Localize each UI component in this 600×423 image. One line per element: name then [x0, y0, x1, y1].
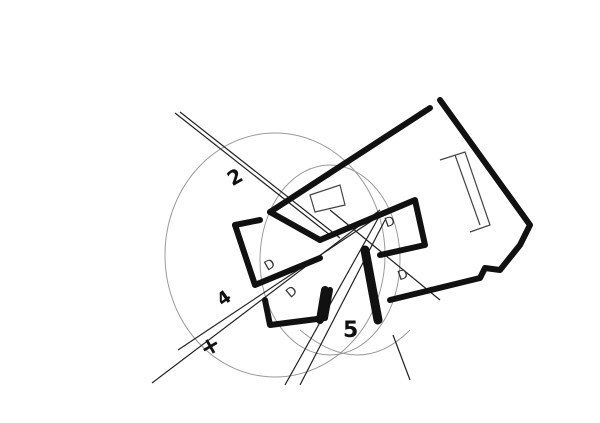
room-right	[317, 197, 428, 258]
room-bottom	[262, 287, 333, 328]
wall-link	[267, 209, 323, 243]
wall-outer-right	[387, 97, 533, 303]
construction-arc	[299, 329, 411, 356]
label-5: 5	[343, 318, 359, 343]
construction-circle-small	[259, 164, 401, 356]
room-left	[232, 222, 323, 288]
wall-column	[360, 245, 383, 325]
wall-top	[267, 105, 433, 215]
